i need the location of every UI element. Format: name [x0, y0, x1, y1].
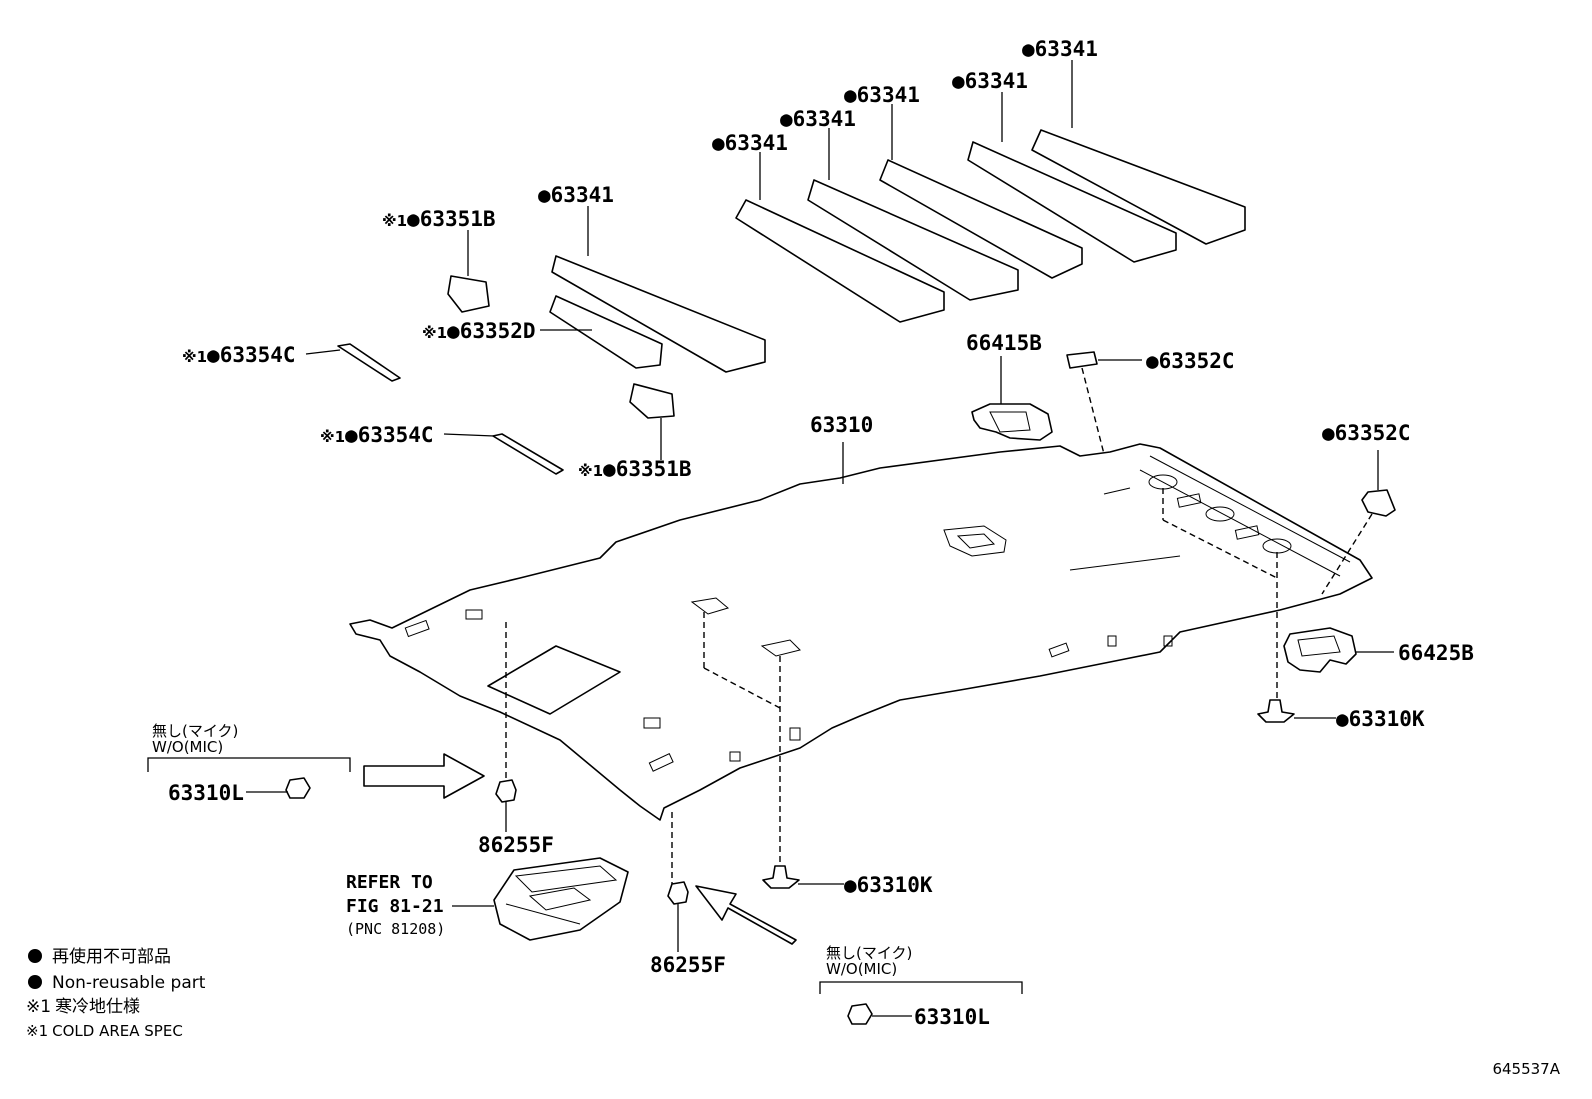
label-mic-jp-right: 無し(マイク) [826, 944, 912, 962]
bracket-left [147, 757, 351, 772]
label-63341-c: ●63341 [780, 107, 856, 131]
label-66425B: 66425B [1398, 641, 1474, 665]
arrow-left [363, 753, 485, 799]
label-63352C-b: ●63352C [1322, 421, 1411, 445]
headliner-recess [487, 645, 621, 715]
part-66425B [1283, 627, 1357, 673]
pad-63352D [549, 295, 663, 369]
dot-mark: ● [1022, 37, 1035, 61]
silencer-pads [337, 129, 1396, 517]
grip-hole-2 [1205, 506, 1235, 522]
pad-63341-b [735, 199, 945, 323]
label-86255F-left: 86255F [478, 833, 554, 857]
headliner-63310 [349, 443, 1373, 821]
part-66415B [971, 403, 1053, 441]
pad-63351B-top [447, 275, 490, 313]
part-63310L-left [285, 777, 311, 799]
part-63310K-center [762, 865, 800, 889]
legend-line2: Non-reusable part [52, 973, 206, 993]
label-63351B-top: ※1●63351B [382, 207, 496, 231]
label-63341-d: ●63341 [844, 83, 920, 107]
label-refer-line3: (PNC 81208) [346, 920, 445, 938]
part-86255F-center [667, 881, 689, 905]
label-refer-line2: FIG 81-21 [346, 896, 444, 917]
part-86255F-left [495, 779, 517, 803]
small-parts [285, 403, 1357, 1025]
label-63310L-right: 63310L [914, 1005, 990, 1029]
dashed-guides [505, 367, 1373, 884]
strip-63354C-a [337, 343, 401, 382]
label-63354C-b: ※1●63354C [320, 423, 434, 447]
part-63310L-right [847, 1003, 873, 1025]
pad-63352C-a [1066, 351, 1098, 369]
label-63351B-bottom: ※1●63351B [578, 457, 692, 481]
pad-63351B-bottom [629, 383, 675, 419]
part-labels: ●63341 ●63341 ●63341 ●63341 ●63341 ●6334… [152, 37, 1474, 1029]
leader-lines [147, 60, 1394, 1017]
label-63341-f: ●63341 [1022, 37, 1098, 61]
label-refer-line1: REFER TO [346, 872, 433, 893]
pad-63341-c [807, 179, 1019, 301]
label-mic-jp-left: 無し(マイク) [152, 722, 238, 740]
bracket-right [819, 981, 1023, 994]
arrow-center [695, 885, 797, 945]
label-63352C-a: ●63352C [1146, 349, 1235, 373]
headliner-panel [349, 443, 1373, 821]
pad-63341-d [879, 159, 1083, 279]
map-lamp-assembly [493, 857, 629, 941]
label-66415B: 66415B [966, 331, 1042, 355]
label-63354C-a: ※1●63354C [182, 343, 296, 367]
label-63352D: ※1●63352D [422, 319, 536, 343]
label-mic-en-right: W/O(MIC) [826, 960, 897, 978]
pad-63341-a [551, 255, 766, 373]
label-63341-a: ●63341 [538, 183, 614, 207]
label-63310K-right: ●63310K [1336, 707, 1425, 731]
pad-63341-e [967, 141, 1177, 263]
strip-63354C-b [492, 433, 564, 475]
label-63341-e: ●63341 [952, 69, 1028, 93]
label-63310L-left: 63310L [168, 781, 244, 805]
label-63341-b: ●63341 [712, 131, 788, 155]
part-63310K-right [1257, 699, 1295, 723]
label-63310K-center: ●63310K [844, 873, 933, 897]
label-63310: 63310 [810, 413, 873, 437]
label-86255F-center: 86255F [650, 953, 726, 977]
label-mic-en-left: W/O(MIC) [152, 738, 223, 756]
legend-dot-2 [28, 975, 42, 989]
pad-63352C-b [1361, 489, 1396, 517]
legend-line1: 再使用不可部品 [52, 946, 171, 967]
legend-dot-1 [28, 949, 42, 963]
pad-63341-f [1031, 129, 1246, 245]
figure-id: 645537A [1492, 1060, 1560, 1078]
lamp-opening [943, 525, 1007, 557]
direction-arrows [363, 753, 797, 945]
